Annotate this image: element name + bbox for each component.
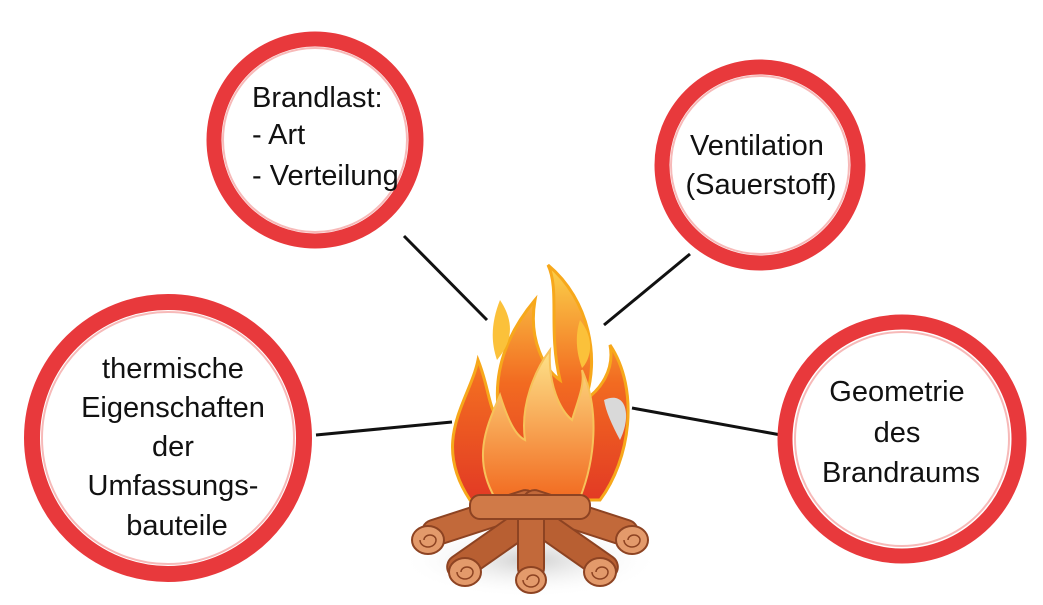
connectors	[315, 234, 782, 437]
campfire-icon	[400, 263, 660, 598]
node-geometrie-text: Geometrie des Brandraums	[822, 376, 980, 489]
node-geometrie-line: des	[874, 417, 921, 449]
ring-ventilation	[654, 59, 866, 271]
node-brandlast-line: - Art	[252, 119, 305, 151]
node-thermische-line: bauteile	[126, 510, 228, 542]
node-geometrie-line: Brandraums	[822, 457, 980, 489]
node-brandlast-line: Brandlast:	[252, 82, 383, 114]
node-ventilation-line: (Sauerstoff)	[686, 169, 837, 201]
connector-ventilation	[603, 252, 691, 327]
ring-geometrie	[777, 314, 1027, 564]
node-ventilation-text: Ventilation (Sauerstoff)	[686, 130, 837, 201]
node-brandlast-line: - Verteilung	[252, 160, 399, 192]
ring-thermische	[24, 294, 312, 582]
flames	[451, 263, 630, 502]
connector-brandlast	[402, 234, 489, 322]
log-ends	[411, 525, 649, 594]
logs	[411, 489, 649, 594]
node-thermische-line: Eigenschaften	[81, 392, 265, 424]
connector-thermische	[315, 420, 453, 437]
node-thermische-line: der	[152, 431, 194, 463]
node-thermische-text: thermische Eigenschaften der Umfassungs-…	[81, 353, 273, 542]
connector-geometrie	[631, 406, 782, 437]
node-ventilation-line: Ventilation	[690, 130, 824, 162]
node-brandlast-text: Brandlast: - Art - Verteilung	[252, 82, 399, 192]
ring-brandlast	[206, 31, 424, 249]
node-geometrie-line: Geometrie	[829, 376, 964, 408]
node-thermische-line: Umfassungs-	[88, 470, 259, 502]
node-thermische-line: thermische	[102, 353, 244, 385]
